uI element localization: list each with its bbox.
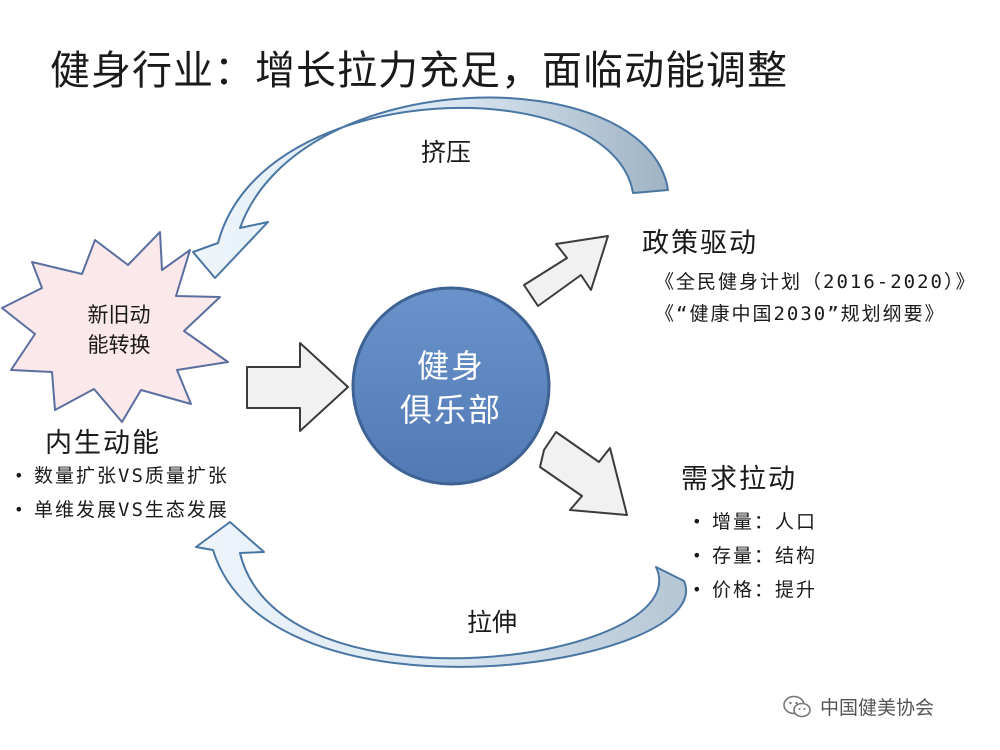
policy-item-2: 《“健康中国2030”规划纲要》: [655, 303, 946, 325]
center-label-line2: 俱乐部: [399, 391, 502, 429]
center-label-line1: 健身: [416, 347, 485, 385]
stretch-curved-arrow: [195, 521, 688, 668]
list-item: 增量：人口: [690, 505, 817, 539]
demand-heading: 需求拉动: [681, 464, 797, 495]
internal-heading: 内生动能: [45, 428, 161, 459]
stretch-label: 拉伸: [467, 608, 518, 637]
transition-starburst: [1, 231, 229, 423]
list-item: 价格：提升: [690, 573, 817, 607]
demand-list: 增量：人口 存量：结构 价格：提升: [690, 505, 817, 607]
policy-heading: 政策驱动: [642, 228, 758, 259]
wechat-icon: [783, 695, 811, 717]
squeeze-label: 挤压: [421, 138, 472, 167]
center-label: 健身 俱乐部: [376, 344, 526, 432]
starburst-label-line1: 新旧动: [87, 303, 151, 327]
policy-item-1: 《全民健身计划（2016-2020）》: [655, 271, 977, 293]
watermark-text: 中国健美协会: [820, 697, 935, 719]
starburst-label-line2: 能转换: [87, 333, 151, 357]
internal-list: 数量扩张VS质量扩张 单维发展VS生态发展: [12, 459, 229, 527]
input-block-arrow: [246, 342, 349, 432]
squeeze-curved-arrow: [192, 96, 669, 279]
list-item: 数量扩张VS质量扩张: [12, 459, 229, 493]
page-title: 健身行业：增长拉力充足，面临动能调整: [50, 48, 788, 94]
starburst-label: 新旧动 能转换: [64, 300, 174, 360]
list-item: 单维发展VS生态发展: [12, 493, 229, 527]
fitness-club-circle: [351, 286, 551, 486]
watermark: 中国健美协会: [782, 693, 934, 720]
policy-block-arrow: [523, 235, 609, 307]
list-item: 存量：结构: [690, 539, 817, 573]
demand-block-arrow: [539, 431, 628, 516]
